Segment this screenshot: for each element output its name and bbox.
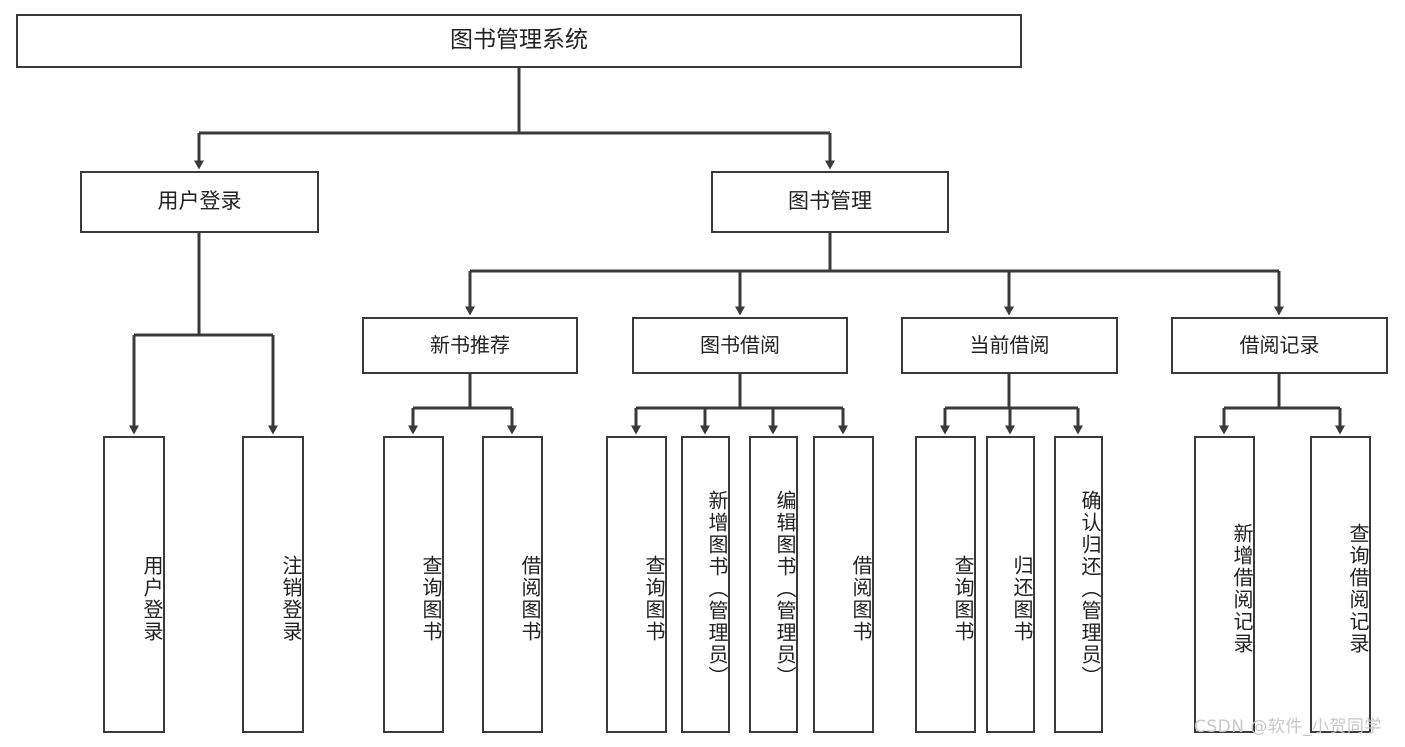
- leaf-new-book-borrow-book[interactable]: 借阅图书: [482, 436, 543, 733]
- node-root-book-management-system[interactable]: 图书管理系统: [16, 14, 1022, 68]
- leaf-new-book-query-book[interactable]: 查询图书: [383, 436, 444, 733]
- leaf-borrow-record-add-record[interactable]: 新增借阅记录: [1194, 436, 1255, 733]
- node-book-borrow[interactable]: 图书借阅: [632, 317, 848, 374]
- leaf-current-borrow-query-book[interactable]: 查询图书: [915, 436, 976, 733]
- leaf-current-borrow-confirm-return-admin[interactable]: 确认归还（管理员）: [1054, 436, 1103, 733]
- node-book-management[interactable]: 图书管理: [711, 171, 949, 233]
- node-new-book-recommend[interactable]: 新书推荐: [362, 317, 578, 374]
- node-user-login[interactable]: 用户登录: [80, 171, 319, 233]
- csdn-watermark: CSDN @软件_小贺同学: [1194, 717, 1382, 737]
- node-current-borrow[interactable]: 当前借阅: [901, 317, 1118, 374]
- leaf-user-login-login[interactable]: 用户登录: [103, 436, 165, 733]
- node-borrow-record[interactable]: 借阅记录: [1171, 317, 1388, 374]
- leaf-book-borrow-query-book[interactable]: 查询图书: [606, 436, 667, 733]
- leaf-book-borrow-edit-book-admin[interactable]: 编辑图书（管理员）: [749, 436, 798, 733]
- leaf-borrow-record-query-record[interactable]: 查询借阅记录: [1310, 436, 1371, 733]
- leaf-current-borrow-return-book[interactable]: 归还图书: [986, 436, 1035, 733]
- leaf-book-borrow-add-book-admin[interactable]: 新增图书（管理员）: [681, 436, 730, 733]
- leaf-user-login-logout[interactable]: 注销登录: [242, 436, 304, 733]
- leaf-book-borrow-borrow-book[interactable]: 借阅图书: [813, 436, 874, 733]
